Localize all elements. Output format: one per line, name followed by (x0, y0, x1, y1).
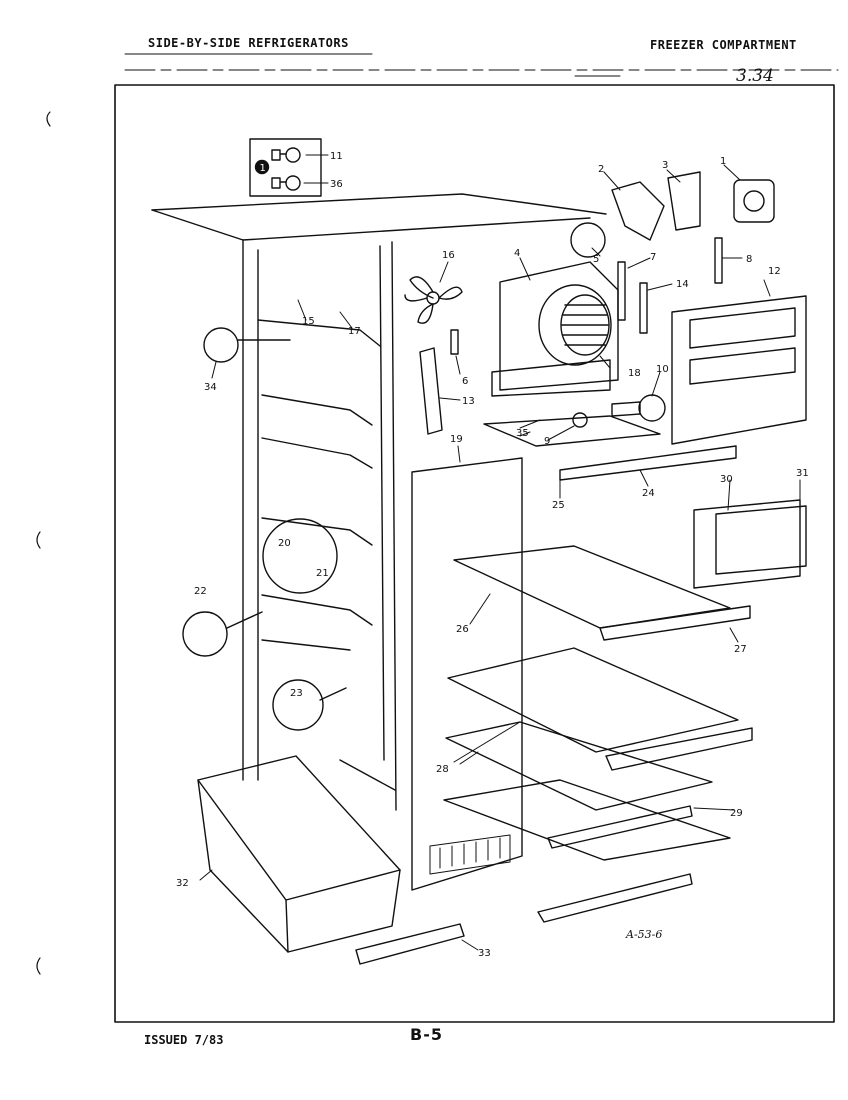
handwritten-page-ref: 3.34 (736, 66, 774, 86)
callout-24: 24 (642, 488, 655, 499)
shelf-panel-28b (445, 721, 713, 811)
callout-21: 21 (316, 568, 329, 579)
control-housing (671, 295, 807, 445)
callout-8: 8 (746, 254, 752, 265)
evaporator-cover-panel (411, 457, 523, 891)
callout-7: 7 (650, 252, 656, 263)
callout-12: 12 (768, 266, 781, 277)
fan-bracket (419, 347, 443, 435)
section-title: FREEZER COMPARTMENT (650, 38, 797, 52)
callout-10: 10 (656, 364, 669, 375)
figure-code: A-53-6 (625, 928, 662, 941)
callout-32: 32 (176, 878, 189, 889)
callout-6: 6 (462, 376, 468, 387)
scan-mark (46, 111, 51, 127)
cabinet-rib (257, 319, 381, 347)
callout-18: 18 (628, 368, 641, 379)
wire-shelf-26 (453, 545, 731, 629)
callout-31: 31 (796, 468, 809, 479)
ice-tray-31 (715, 505, 807, 575)
shelf-rail-29a (605, 727, 753, 771)
page-number: B-5 (410, 1025, 443, 1044)
page-header-title: SIDE-BY-SIDE REFRIGERATORS (148, 36, 349, 50)
shelf-rail-24 (559, 445, 737, 481)
diagram-frame (114, 84, 835, 1023)
light-bulb-icon (611, 394, 666, 422)
callout-34: 34 (204, 382, 217, 393)
callout-35: 35 (516, 428, 529, 439)
fan-blade-icon (404, 276, 463, 324)
callout-5: 5 (593, 254, 599, 265)
bracket-part-2 (611, 181, 665, 241)
drain-trough (483, 415, 661, 447)
callout-circle-22 (182, 611, 228, 657)
shelf-clip-icon (271, 149, 287, 161)
inset-bullet-icon (254, 159, 270, 175)
callout-circle-20-21 (262, 518, 338, 594)
spacer-part (450, 329, 459, 355)
scan-mark (36, 957, 41, 975)
strip-14 (639, 282, 648, 334)
strip-8 (714, 237, 723, 284)
callout-circle-23 (272, 679, 324, 731)
callout-33: 33 (478, 948, 491, 959)
callout-19: 19 (450, 434, 463, 445)
callout-15: 15 (302, 316, 315, 327)
pointer-arrow (226, 611, 263, 629)
scan-mark (36, 531, 41, 549)
issued-date: ISSUED 7/83 (144, 1033, 224, 1047)
callout-3: 3 (662, 160, 668, 171)
shelf-rail-29c (537, 873, 693, 923)
callout-25: 25 (552, 500, 565, 511)
inset-box-11-36: 1 (249, 138, 322, 197)
callout-13: 13 (462, 396, 475, 407)
strip-7 (617, 261, 626, 321)
switch-part-9 (572, 412, 588, 428)
shelf-rail-29b (547, 805, 693, 849)
callout-22: 22 (194, 586, 207, 597)
toe-grille-strip (355, 923, 465, 965)
shelf-clip-icon (271, 177, 287, 189)
callout-26: 26 (456, 624, 469, 635)
shelf-panel-28a (447, 647, 739, 753)
light-socket-part-1 (733, 179, 775, 223)
callout-27: 27 (734, 644, 747, 655)
bracket-part-3 (667, 171, 701, 231)
callout-14: 14 (676, 279, 689, 290)
shelf-panel-28c (443, 779, 731, 861)
callout-29: 29 (730, 808, 743, 819)
callout-28: 28 (436, 764, 449, 775)
storage-bin (197, 755, 401, 953)
callout-16: 16 (442, 250, 455, 261)
freezer-cabinet (151, 193, 607, 811)
callout-17: 17 (348, 326, 361, 337)
ice-tray-30 (693, 499, 801, 589)
callout-1: 1 (720, 156, 726, 167)
shelf-rail-27 (599, 605, 751, 641)
callout-circle-5 (570, 222, 606, 258)
callout-20: 20 (278, 538, 291, 549)
callout-30: 30 (720, 474, 733, 485)
callout-9: 9 (544, 436, 550, 447)
callout-36: 36 (330, 179, 343, 190)
callout-circle-34 (203, 327, 239, 363)
callout-23: 23 (290, 688, 303, 699)
callout-11: 11 (330, 151, 343, 162)
fan-motor-assembly (491, 261, 619, 397)
pointer-arrow (319, 687, 347, 701)
callout-4: 4 (514, 248, 520, 259)
svg-text:1: 1 (260, 163, 266, 174)
callout-2: 2 (598, 164, 604, 175)
